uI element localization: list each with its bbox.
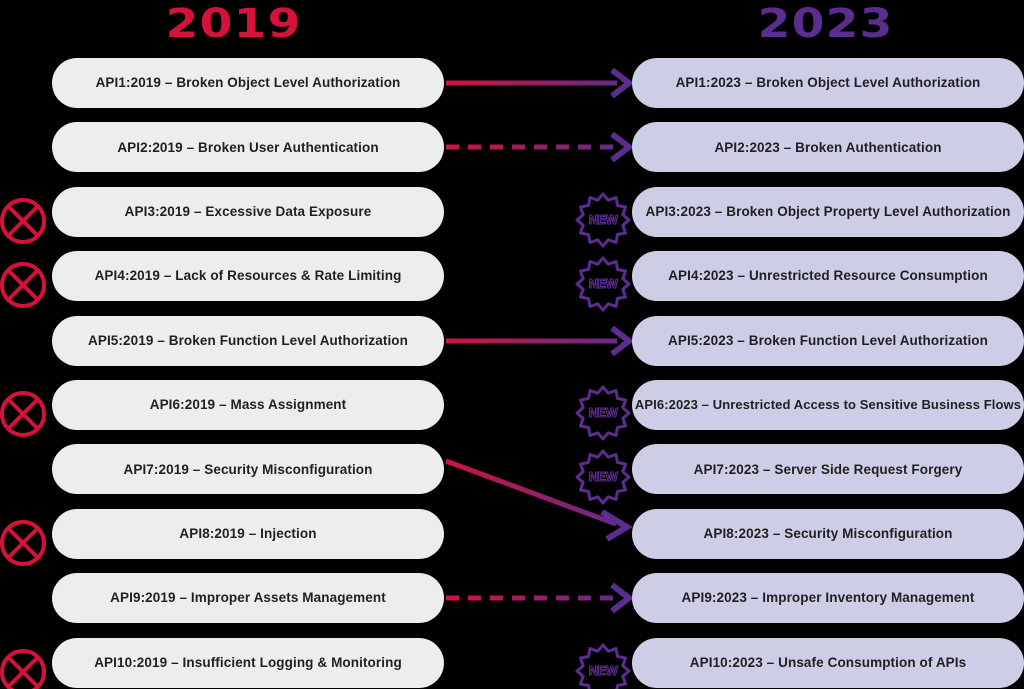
- risk-pill-2019[interactable]: API2:2019 – Broken User Authentication: [52, 122, 444, 173]
- circle-x-icon: [0, 388, 49, 440]
- risk-pill-2019[interactable]: API8:2019 – Injection: [52, 508, 444, 559]
- comparison-row: API7:2019 – Security Misconfiguration NEW…: [0, 444, 1024, 542]
- comparison-row: API9:2019 – Improper Assets Management AP…: [0, 573, 1024, 624]
- arrow-right-solid-icon: [440, 58, 640, 108]
- risk-pill-2019[interactable]: API6:2019 – Mass Assignment: [52, 380, 444, 430]
- comparison-row: API2:2019 – Broken User Authentication AP…: [0, 122, 1024, 173]
- svg-text:NEW: NEW: [589, 663, 619, 678]
- circle-x-icon: [0, 517, 49, 569]
- new-starburst-badge-icon: NEW: [574, 255, 632, 313]
- risk-pill-2023[interactable]: API10:2023 – Unsafe Consumption of APIs: [632, 637, 1024, 688]
- risk-pill-2019[interactable]: API10:2019 – Insufficient Logging & Moni…: [52, 637, 444, 688]
- risk-pill-2023[interactable]: API3:2023 – Broken Object Property Level…: [632, 186, 1024, 237]
- circle-x-icon: [0, 259, 49, 311]
- risk-pill-2023[interactable]: API4:2023 – Unrestricted Resource Consum…: [632, 251, 1024, 302]
- new-starburst-badge-icon: NEW: [574, 384, 632, 442]
- risk-pill-2023[interactable]: API9:2023 – Improper Inventory Managemen…: [632, 573, 1024, 624]
- risk-pill-2019[interactable]: API4:2019 – Lack of Resources & Rate Lim…: [52, 251, 444, 302]
- risk-pill-2019[interactable]: API1:2019 – Broken Object Level Authoriz…: [52, 58, 444, 108]
- risk-pill-2023[interactable]: API5:2023 – Broken Function Level Author…: [632, 315, 1024, 366]
- circle-x-icon: [0, 646, 49, 689]
- year-heading-left: 2019: [165, 1, 302, 47]
- new-starburst-badge-icon: NEW: [574, 642, 632, 689]
- risk-pill-2023[interactable]: API2:2023 – Broken Authentication: [632, 122, 1024, 173]
- new-starburst-badge-icon: NEW: [574, 448, 632, 506]
- arrow-right-dashed-icon: [440, 122, 640, 172]
- risk-pill-2019[interactable]: API5:2019 – Broken Function Level Author…: [52, 315, 444, 366]
- svg-text:NEW: NEW: [589, 212, 619, 227]
- risk-pill-2019[interactable]: API3:2019 – Excessive Data Exposure: [52, 186, 444, 237]
- arrow-right-solid-icon: [440, 316, 640, 366]
- svg-text:NEW: NEW: [589, 469, 619, 484]
- risk-pill-2023[interactable]: API1:2023 – Broken Object Level Authoriz…: [632, 58, 1024, 108]
- comparison-row: API8:2019 – Injection API8:2023 – Securit…: [0, 508, 1024, 566]
- comparison-row: API1:2019 – Broken Object Level Authoriz…: [0, 58, 1024, 108]
- risk-pill-2023[interactable]: API7:2023 – Server Side Request Forgery: [632, 444, 1024, 495]
- risk-pill-2023[interactable]: API6:2023 – Unrestricted Access to Sensi…: [632, 380, 1024, 430]
- svg-text:NEW: NEW: [589, 276, 619, 291]
- comparison-row: API4:2019 – Lack of Resources & Rate Lim…: [0, 251, 1024, 312]
- comparison-row: API10:2019 – Insufficient Logging & Moni…: [0, 637, 1024, 689]
- comparison-row: API5:2019 – Broken Function Level Author…: [0, 315, 1024, 366]
- arrow-right-dashed-icon: [440, 573, 640, 623]
- year-heading-right: 2023: [757, 1, 894, 47]
- risk-pill-2023[interactable]: API8:2023 – Security Misconfiguration: [632, 508, 1024, 559]
- new-starburst-badge-icon: NEW: [574, 191, 632, 249]
- risk-pill-2019[interactable]: API9:2019 – Improper Assets Management: [52, 573, 444, 624]
- risk-pill-2019[interactable]: API7:2019 – Security Misconfiguration: [52, 444, 444, 495]
- circle-x-icon: [0, 195, 49, 247]
- svg-text:NEW: NEW: [589, 405, 619, 420]
